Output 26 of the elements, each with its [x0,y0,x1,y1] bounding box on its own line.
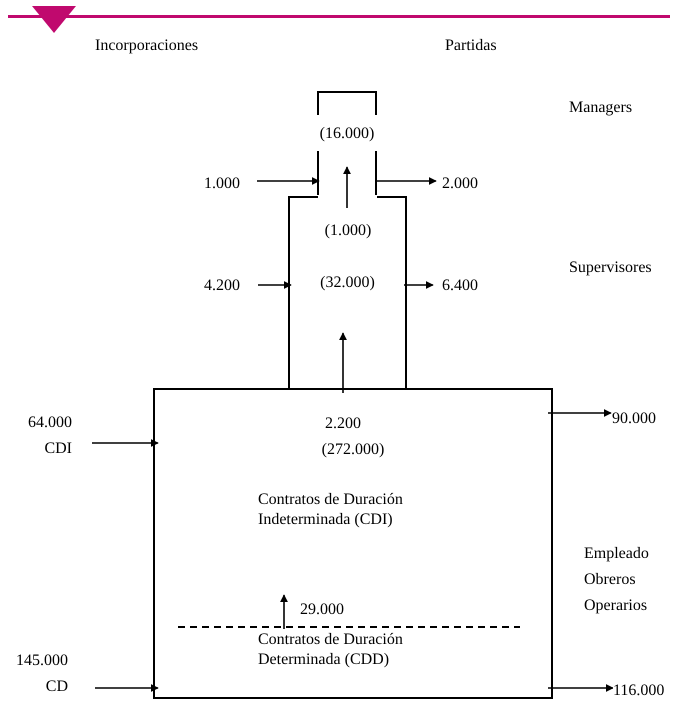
level-label: Managers [569,98,632,118]
column-heading: Incorporaciones [95,36,198,56]
stock-value: (272.000) [320,440,386,460]
flow-arrow [95,684,159,692]
level-label: Obreros [584,570,636,590]
flow-arrow [257,177,320,185]
flow-arrow [375,177,437,185]
region-title: Contratos de Duración Indeterminada (CDI) [258,490,404,530]
level-label: Operarios [584,596,648,616]
level-label: Empleado [584,544,649,564]
flow-arrow [548,409,612,417]
stock-box [153,388,553,699]
level-label: Supervisores [569,258,652,278]
stock-value: (16.000) [318,124,376,144]
flow-arrow [548,684,614,692]
flow-arrow [339,332,347,393]
flow-arrow [343,166,351,208]
stock-value: (32.000) [319,273,376,293]
bottle-neck-box [316,91,378,196]
flow-arrow [258,281,292,289]
flow-arrow [92,439,159,447]
bottle-body-box [288,196,407,388]
region-title: Contratos de Duración Determinada (CDD) [258,630,404,670]
flow-arrow [280,594,288,629]
column-heading: Partidas [445,36,497,56]
flow-arrow [404,281,434,289]
